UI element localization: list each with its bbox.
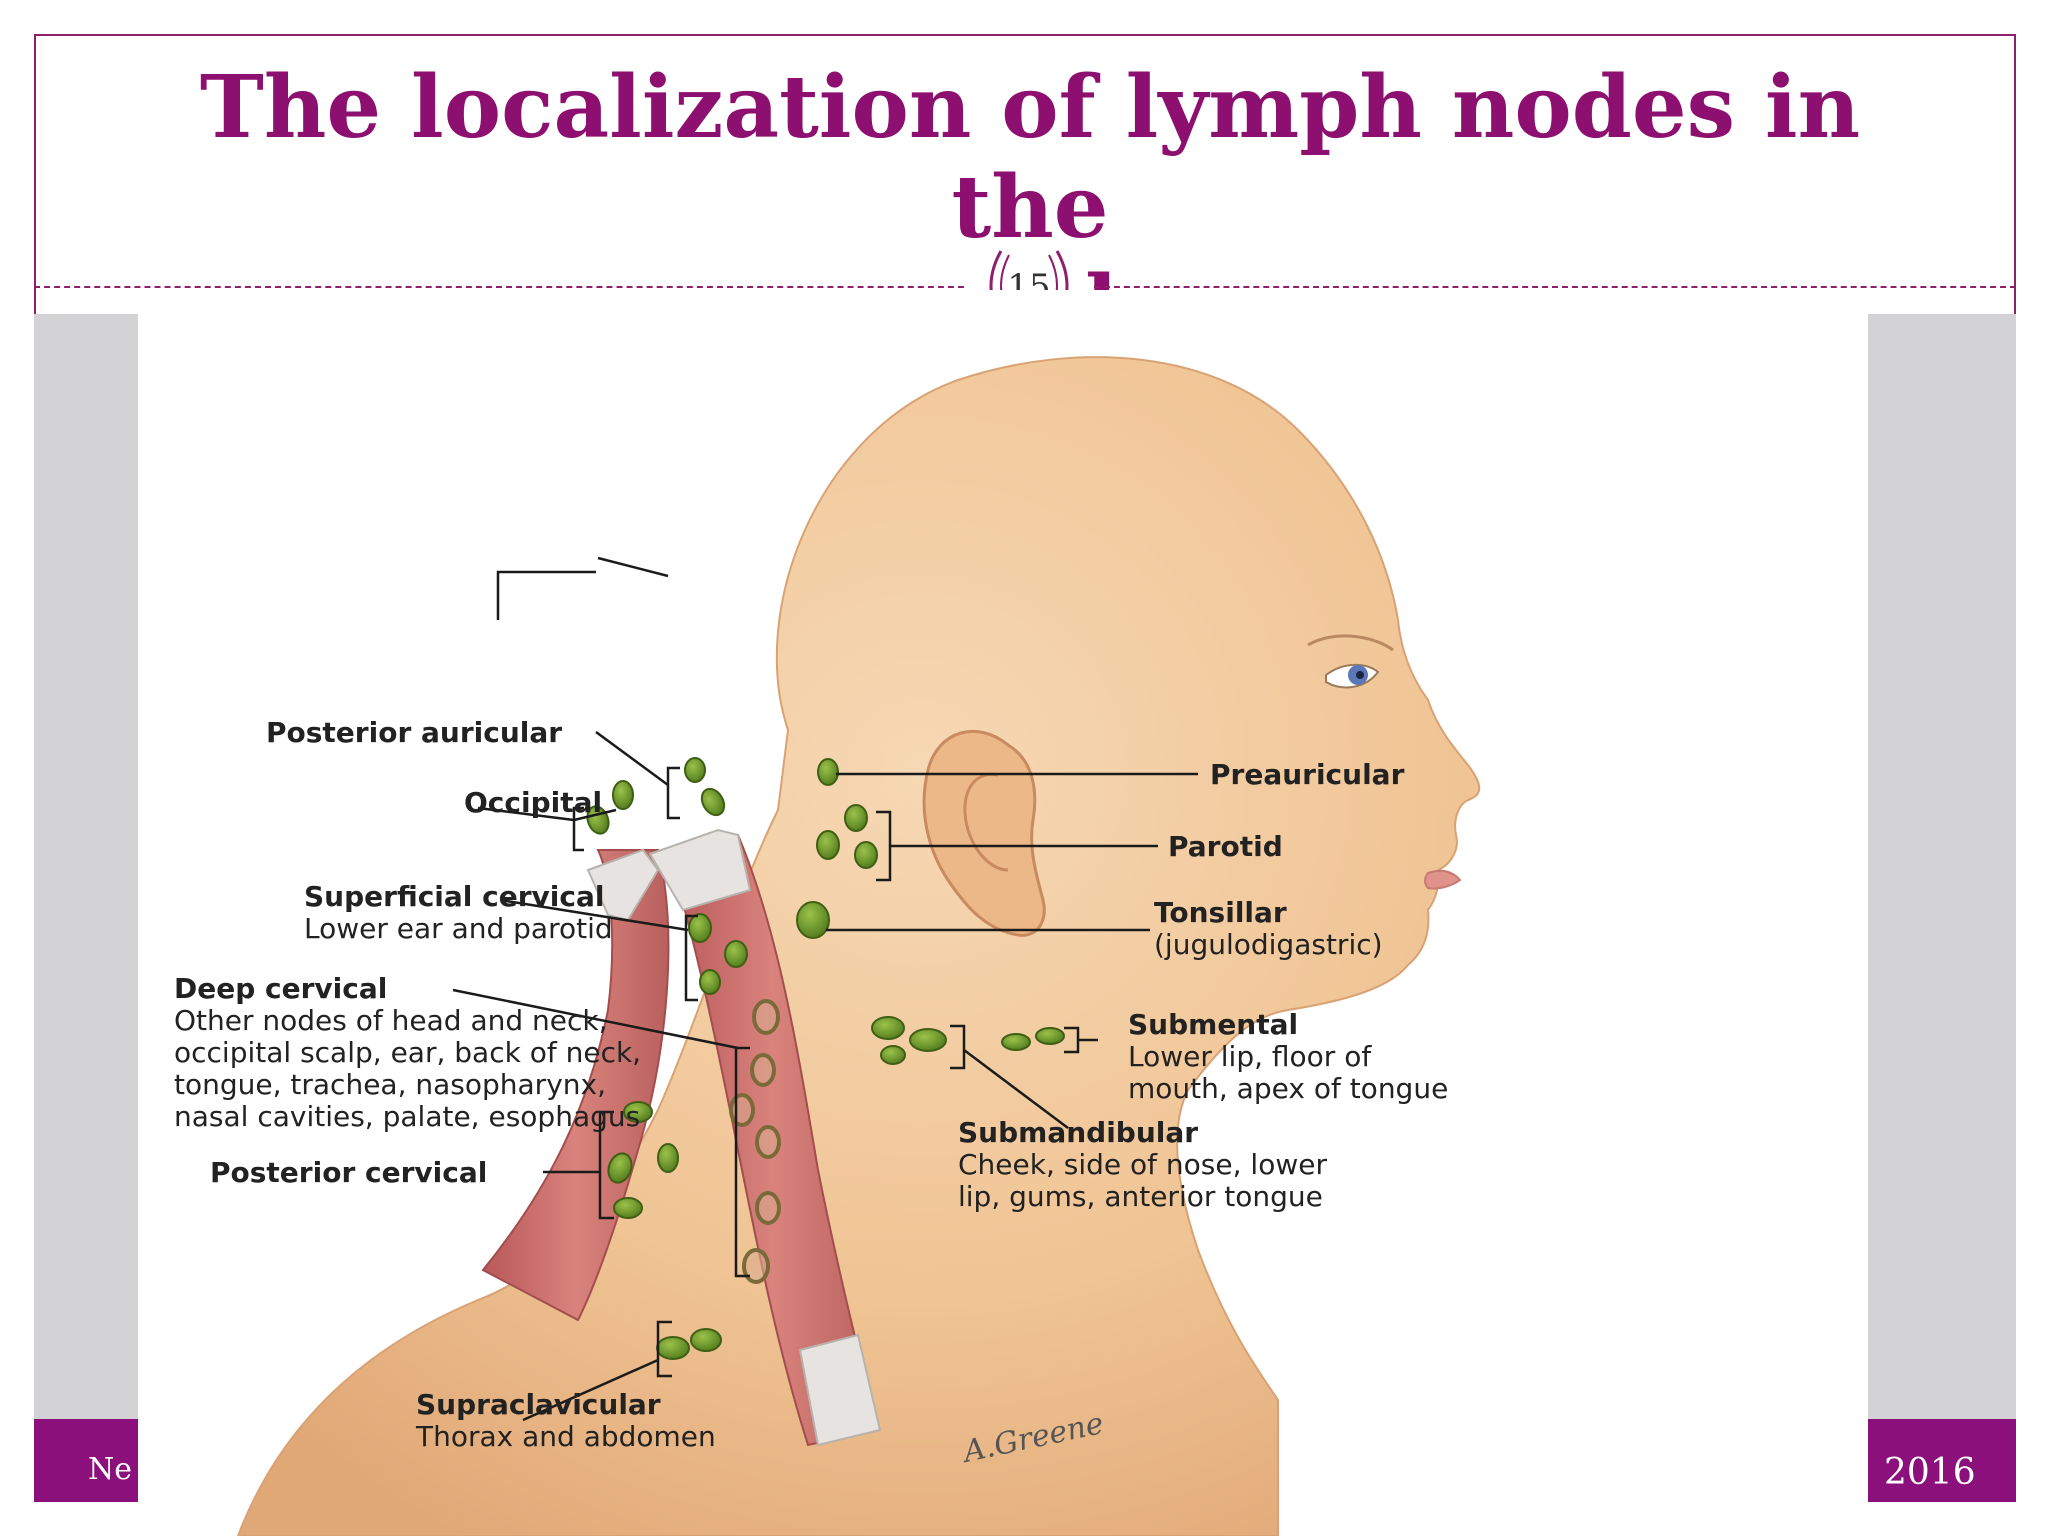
- node-deep-cervical: [750, 1053, 776, 1087]
- label-parotid: Parotid: [1168, 830, 1283, 863]
- label-preauricular: Preauricular: [1210, 758, 1405, 791]
- node-deep-cervical: [729, 1093, 755, 1127]
- node-posterior-cervical: [657, 1143, 679, 1173]
- label-deep-cervical-desc-4: nasal cavities, palate, esophagus: [174, 1100, 640, 1133]
- node-submental: [1035, 1027, 1065, 1045]
- label-submandibular-desc-1: Cheek, side of nose, lower: [958, 1148, 1327, 1181]
- node-submental: [1001, 1033, 1031, 1051]
- ear-inner: [963, 772, 1009, 872]
- footer-year: 2016: [1884, 1452, 1976, 1493]
- node-parotid: [854, 841, 878, 869]
- node-preauricular: [817, 758, 839, 786]
- ear: [922, 729, 1046, 937]
- node-posterior-auricular: [684, 757, 706, 783]
- node-posterior-auricular: [700, 787, 726, 817]
- label-submental-desc-1: Lower lip, floor of: [1128, 1040, 1372, 1073]
- node-deep-cervical: [755, 1191, 781, 1225]
- node-deep-cervical: [755, 1125, 781, 1159]
- label-superficial-cervical-desc: Lower ear and parotid: [304, 912, 613, 945]
- node-parotid: [816, 830, 840, 860]
- label-deep-cervical: Deep cervical: [174, 972, 387, 1005]
- node-superficial-cervical: [688, 913, 712, 943]
- node-supraclavicular: [690, 1328, 722, 1352]
- label-submental: Submental: [1128, 1008, 1298, 1041]
- sternocleidomastoid-tendon-bottom: [798, 1333, 882, 1447]
- head-silhouette: [236, 356, 1481, 1536]
- footer-left-text: Ne: [88, 1452, 133, 1487]
- label-submental-desc-2: mouth, apex of tongue: [1128, 1072, 1448, 1105]
- node-supraclavicular: [656, 1336, 690, 1360]
- node-deep-cervical: [752, 999, 780, 1035]
- trapezius-tendon-top: [586, 848, 660, 922]
- header-divider-right: [1094, 286, 2016, 288]
- header-divider-left: [34, 286, 964, 288]
- node-posterior-cervical: [607, 1152, 633, 1184]
- neck-lymph-node-illustration: Posterior auricular Occipital Superficia…: [138, 290, 1868, 1536]
- node-posterior-cervical: [623, 1101, 653, 1123]
- anatomy-diagram: Posterior auricular Occipital Superficia…: [174, 356, 1481, 1536]
- node-submandibular: [880, 1045, 906, 1065]
- label-posterior-auricular: Posterior auricular: [266, 716, 562, 749]
- sternocleidomastoid-tendon-top: [648, 828, 752, 912]
- node-occipital: [612, 780, 634, 810]
- node-parotid: [844, 804, 868, 832]
- node-deep-cervical: [742, 1248, 770, 1284]
- label-superficial-cervical: Superficial cervical: [304, 880, 604, 913]
- label-submandibular: Submandibular: [958, 1116, 1198, 1149]
- deep-cervical-nodes: [729, 999, 781, 1284]
- side-panel-right: [1868, 314, 2016, 1419]
- side-panel-left: [34, 314, 138, 1419]
- label-deep-cervical-desc-3: tongue, trachea, nasopharynx,: [174, 1068, 606, 1101]
- lymph-nodes: [586, 757, 1065, 1360]
- slide-title-line-1: The localization of lymph nodes in the: [199, 57, 1861, 258]
- eye: [1307, 634, 1394, 689]
- node-posterior-cervical: [613, 1197, 643, 1219]
- lips: [1424, 869, 1462, 890]
- node-submandibular: [871, 1016, 905, 1040]
- leader-lines: [452, 556, 1198, 1422]
- label-supraclavicular-desc: Thorax and abdomen: [415, 1420, 716, 1453]
- label-posterior-cervical: Posterior cervical: [210, 1156, 487, 1189]
- node-submandibular: [909, 1028, 947, 1052]
- node-superficial-cervical: [724, 940, 748, 968]
- label-supraclavicular: Supraclavicular: [416, 1388, 661, 1421]
- label-deep-cervical-desc-2: occipital scalp, ear, back of neck,: [174, 1036, 641, 1069]
- label-submandibular-desc-2: lip, gums, anterior tongue: [958, 1180, 1323, 1213]
- node-tonsillar: [796, 901, 830, 939]
- label-tonsillar: Tonsillar: [1154, 896, 1287, 929]
- label-tonsillar-desc: (jugulodigastric): [1154, 928, 1383, 961]
- node-superficial-cervical: [699, 969, 721, 995]
- label-deep-cervical-desc-1: Other nodes of head and neck,: [174, 1004, 608, 1037]
- label-occipital: Occipital: [464, 786, 602, 819]
